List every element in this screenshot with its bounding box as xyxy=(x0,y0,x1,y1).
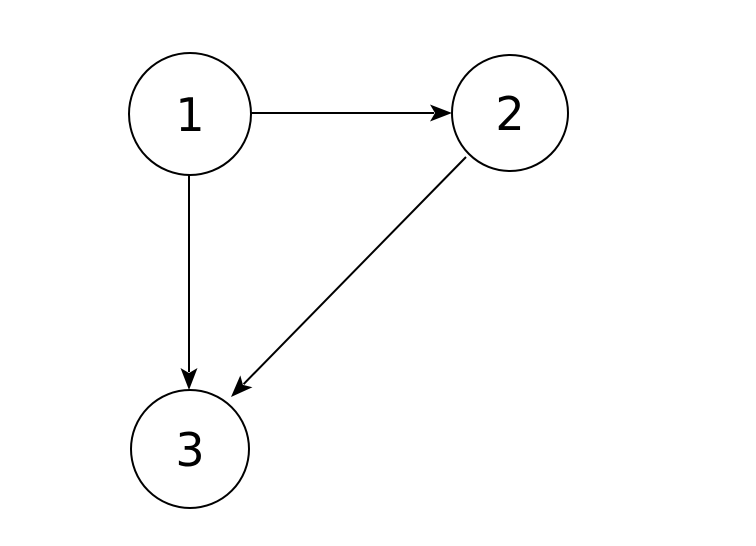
edge-2-to-3-line xyxy=(242,156,467,385)
edge-1-to-3-arrowhead xyxy=(180,368,198,390)
edge-1-to-2[interactable] xyxy=(251,104,452,122)
node-1[interactable]: 1 xyxy=(128,52,252,176)
edge-1-to-3[interactable] xyxy=(180,175,198,390)
node-3-circle[interactable] xyxy=(130,389,250,509)
node-3[interactable]: 3 xyxy=(130,389,250,509)
edge-2-to-3-arrowhead xyxy=(231,375,253,397)
edges-layer xyxy=(180,104,467,397)
node-1-circle[interactable] xyxy=(128,52,252,176)
node-1-label: 1 xyxy=(175,88,204,142)
edge-2-to-3[interactable] xyxy=(231,156,467,397)
node-2-label: 2 xyxy=(495,87,524,141)
node-2[interactable]: 2 xyxy=(451,54,569,172)
node-2-circle[interactable] xyxy=(451,54,569,172)
nodes-layer: 1 2 3 xyxy=(128,52,569,509)
node-3-label: 3 xyxy=(175,423,204,477)
edge-1-to-2-arrowhead xyxy=(430,104,452,122)
